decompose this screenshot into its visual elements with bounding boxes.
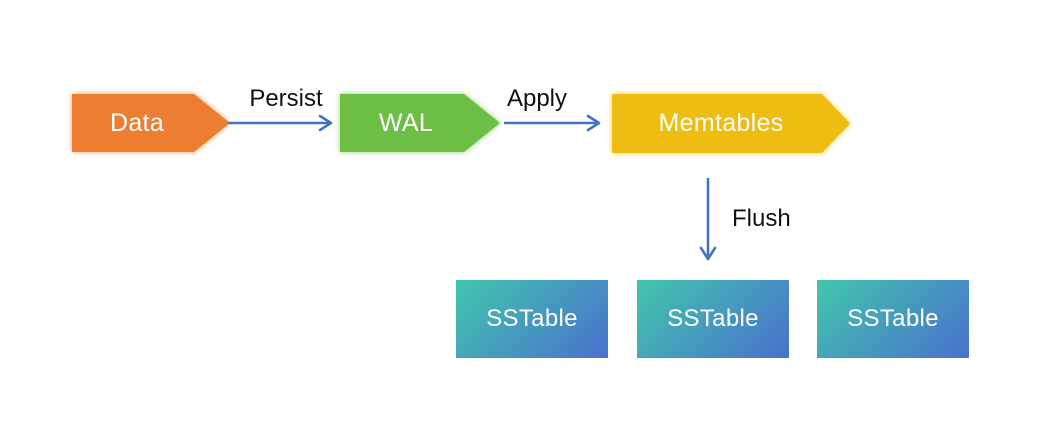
node-memtables-label: Memtables <box>658 109 784 137</box>
node-sstable-1: SSTable <box>456 280 608 358</box>
apply-edge-label: Apply <box>506 85 568 112</box>
persist-edge-label: Persist <box>249 85 323 112</box>
data-chevron-shape: Data <box>72 94 230 152</box>
sstable-1-label: SSTable <box>486 305 578 332</box>
flush-edge-label: Flush <box>732 205 791 232</box>
node-data-label: Data <box>109 108 164 137</box>
node-data: Data <box>72 94 230 152</box>
persist-arrow <box>228 114 333 132</box>
apply-arrow <box>504 114 601 132</box>
persist-arrowhead <box>318 114 333 132</box>
node-memtables: Memtables <box>612 94 850 153</box>
sstable-3-label: SSTable <box>847 305 939 332</box>
memtables-chevron-shape: Memtables <box>612 94 850 153</box>
node-sstable-2: SSTable <box>637 280 789 358</box>
node-wal-label: WAL <box>378 108 434 137</box>
node-sstable-3: SSTable <box>817 280 969 358</box>
flush-arrow <box>699 178 717 261</box>
node-wal: WAL <box>340 94 500 152</box>
wal-chevron-shape: WAL <box>340 94 500 152</box>
apply-arrowhead <box>586 114 601 132</box>
sstable-2-label: SSTable <box>667 305 759 332</box>
flush-arrowhead <box>699 246 717 261</box>
